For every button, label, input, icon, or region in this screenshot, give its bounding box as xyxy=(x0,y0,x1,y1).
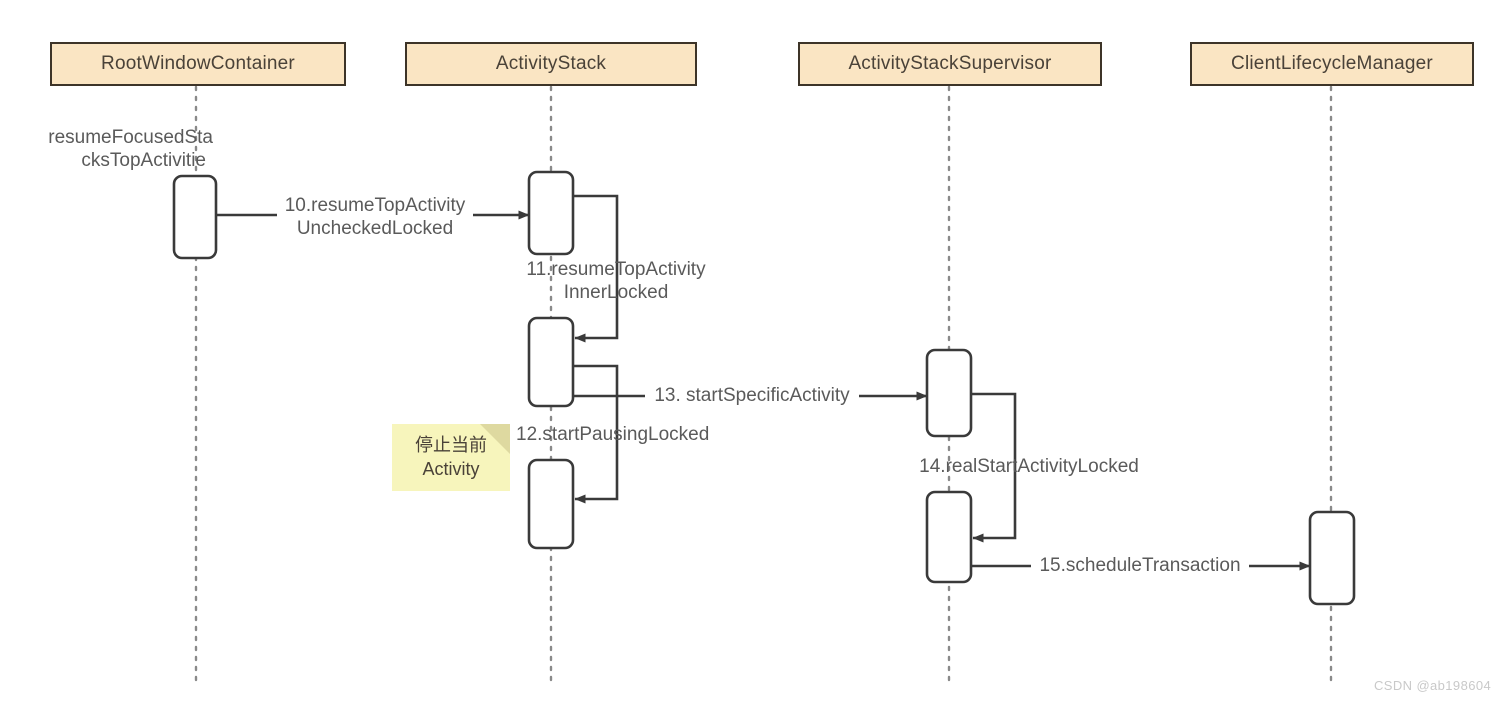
message-label-m10: 10.resumeTopActivity UncheckedLocked xyxy=(284,195,466,239)
participant-header-clientlifecyclemanager[interactable]: ClientLifecycleManager xyxy=(1190,42,1474,86)
participant-label-activitystacksupervisor: ActivityStackSupervisor xyxy=(848,53,1052,74)
message-arrow-m12 xyxy=(573,364,619,504)
message-label-m13: 13. startSpecificActivity xyxy=(654,385,850,406)
message-label-m15: 15.scheduleTransaction xyxy=(1039,555,1241,576)
participant-header-rootwindowcontainer[interactable]: RootWindowContainer xyxy=(50,42,346,86)
message-arrow-m14 xyxy=(971,392,1017,543)
participant-header-activitystack[interactable]: ActivityStack xyxy=(405,42,697,86)
watermark: CSDN @ab198604 xyxy=(1374,678,1492,693)
note-stop-current-activity: 停止当前 Activity xyxy=(392,424,510,491)
activation-activitystacksupervisor-2 xyxy=(925,490,973,584)
entry-message-label-line-1: resumeFocusedSta xyxy=(48,127,213,148)
note-text: 停止当前 Activity xyxy=(415,434,487,479)
participant-label-clientlifecyclemanager: ClientLifecycleManager xyxy=(1231,53,1433,74)
activation-activitystack-3 xyxy=(527,458,575,550)
activation-activitystack-1 xyxy=(527,170,575,256)
activation-boxes xyxy=(172,170,1356,606)
activation-rootwindowcontainer-1 xyxy=(172,174,218,260)
activation-activitystack-2 xyxy=(527,316,575,408)
message-arrows xyxy=(216,194,1311,571)
participant-label-activitystack: ActivityStack xyxy=(495,53,607,74)
activation-activitystacksupervisor-1 xyxy=(925,348,973,438)
message-label-m14: 14.realStartActivityLocked xyxy=(919,456,1139,477)
activation-clientlifecyclemanager-1 xyxy=(1308,510,1356,606)
label-knockouts xyxy=(277,196,1249,578)
entry-message-label-line-2: cksTopActivitie xyxy=(81,150,206,171)
participant-label-rootwindowcontainer: RootWindowContainer xyxy=(101,53,295,74)
participant-header-activitystacksupervisor[interactable]: ActivityStackSupervisor xyxy=(798,42,1102,86)
message-arrow-m11 xyxy=(573,194,619,343)
message-label-m11: 11.resumeTopActivity InnerLocked xyxy=(526,259,706,303)
message-label-m12: 12.startPausingLocked xyxy=(516,424,710,445)
